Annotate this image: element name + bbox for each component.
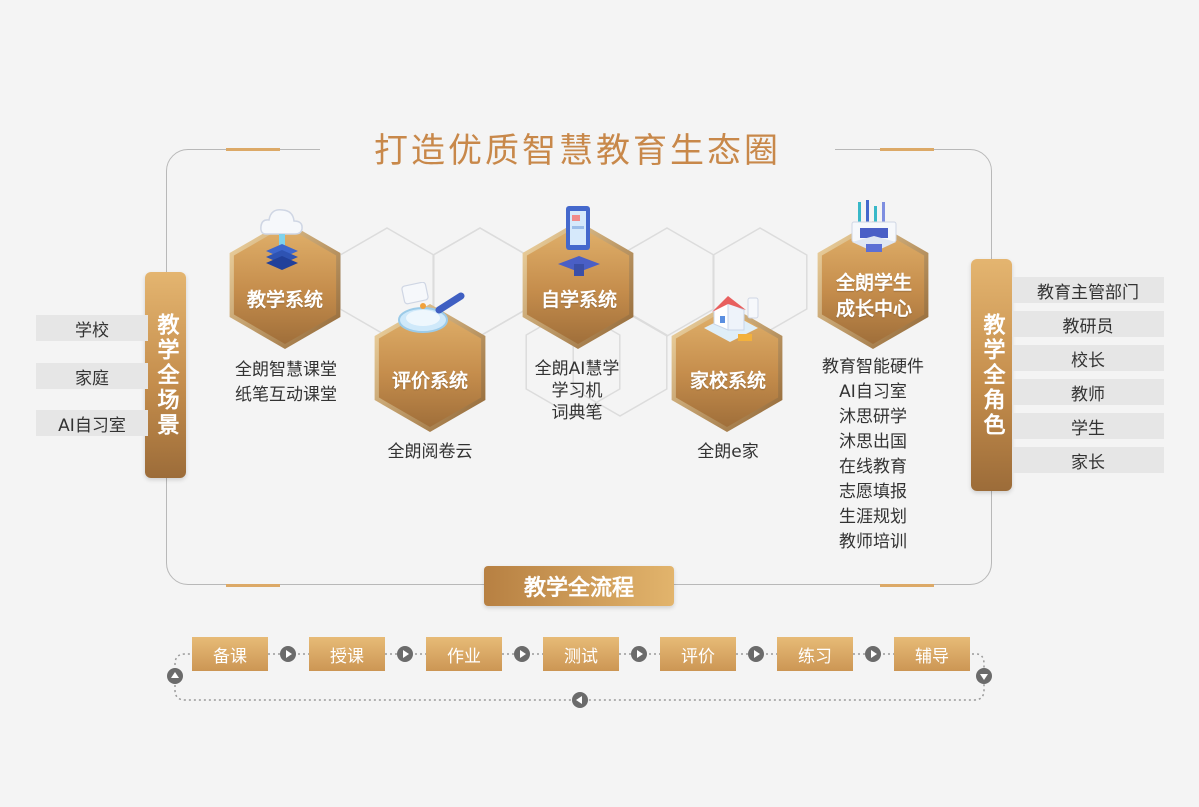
cloud-server-icon — [260, 208, 303, 270]
evaluation-system-hexagon — [378, 309, 482, 427]
house-icon — [704, 296, 759, 342]
list-item: 教育智能硬件 — [822, 357, 924, 377]
system-label-teaching: 教学系统 — [246, 289, 323, 311]
role-tag-teacher: 教师 — [1012, 379, 1164, 405]
arrow-right-icon — [280, 646, 296, 662]
role-panel-label: 教学全角色 — [971, 259, 1012, 491]
list-item: 在线教育 — [839, 457, 907, 477]
teaching-system-hexagon — [233, 226, 337, 344]
list-item: 词典笔 — [551, 403, 603, 423]
arrow-right-icon — [865, 646, 881, 662]
scene-tag-school: 学校 — [36, 315, 148, 341]
role-tag-principal: 校长 — [1012, 345, 1164, 371]
self-study-system-list: 全朗AI慧学 学习机 词典笔 — [507, 358, 647, 424]
list-item: 学习机 — [551, 381, 603, 401]
magnifier-icon — [398, 282, 465, 333]
list-item: 教师培训 — [839, 532, 907, 552]
learning-device-icon — [558, 206, 600, 276]
growth-center-hexagon — [821, 226, 925, 344]
arrow-right-icon — [514, 646, 530, 662]
arrow-right-icon — [397, 646, 413, 662]
system-label-evaluation: 评价系统 — [391, 370, 468, 392]
process-step-teach: 授课 — [309, 637, 385, 671]
page-title: 打造优质智慧教育生态圈 — [320, 126, 835, 176]
role-tag-parent: 家长 — [1012, 447, 1164, 473]
list-item: 全朗智慧课堂 — [235, 360, 337, 380]
frame-accent-top-left — [226, 148, 280, 151]
process-step-prepare: 备课 — [192, 637, 268, 671]
frame-accent-bottom-left — [226, 584, 280, 587]
arrow-left-icon — [572, 692, 588, 708]
evaluation-system-list: 全朗阅卷云 — [360, 440, 500, 465]
growth-center-list: 教育智能硬件 AI自习室 沐思研学 沐思出国 在线教育 志愿填报 生涯规划 教师… — [803, 355, 943, 555]
role-tag-student: 学生 — [1012, 413, 1164, 439]
arrow-right-icon — [748, 646, 764, 662]
scene-tag-ai-room: AI自习室 — [36, 410, 148, 436]
frame-accent-bottom-right — [880, 584, 934, 587]
list-item: 纸笔互动课堂 — [235, 385, 337, 405]
scene-tag-home: 家庭 — [36, 363, 148, 389]
process-label: 教学全流程 — [484, 566, 674, 606]
self-study-system-hexagon — [526, 226, 630, 344]
role-tag-authority: 教育主管部门 — [1012, 277, 1164, 303]
list-item: 全朗e家 — [697, 442, 759, 462]
growth-center-icon — [851, 200, 897, 252]
list-item: 全朗阅卷云 — [387, 442, 473, 462]
process-step-evaluate: 评价 — [660, 637, 736, 671]
honeycomb-cell — [525, 307, 621, 417]
frame-accent-top-right — [880, 148, 934, 151]
role-tag-researcher: 教研员 — [1012, 311, 1164, 337]
list-item: 全朗AI慧学 — [534, 359, 620, 379]
list-item: 沐思研学 — [839, 407, 907, 427]
process-step-homework: 作业 — [426, 637, 502, 671]
process-step-tutor: 辅导 — [894, 637, 970, 671]
arrow-down-icon — [976, 668, 992, 684]
process-step-test: 测试 — [543, 637, 619, 671]
process-step-practice: 练习 — [777, 637, 853, 671]
list-item: 生涯规划 — [839, 507, 907, 527]
system-label-growth-center: 全朗学生 成长中心 — [835, 272, 912, 320]
home-school-system-list: 全朗e家 — [658, 440, 798, 465]
system-label-self-study: 自学系统 — [540, 289, 617, 311]
list-item: AI自习室 — [839, 382, 907, 402]
list-item: 志愿填报 — [839, 482, 907, 502]
system-label-home-school: 家校系统 — [689, 370, 766, 392]
home-school-system-hexagon — [675, 309, 779, 427]
list-item: 沐思出国 — [839, 432, 907, 452]
arrow-right-icon — [631, 646, 647, 662]
arrow-up-icon — [167, 668, 183, 684]
teaching-system-list: 全朗智慧课堂 纸笔互动课堂 — [216, 358, 356, 408]
scene-panel-label: 教学全场景 — [145, 272, 186, 478]
